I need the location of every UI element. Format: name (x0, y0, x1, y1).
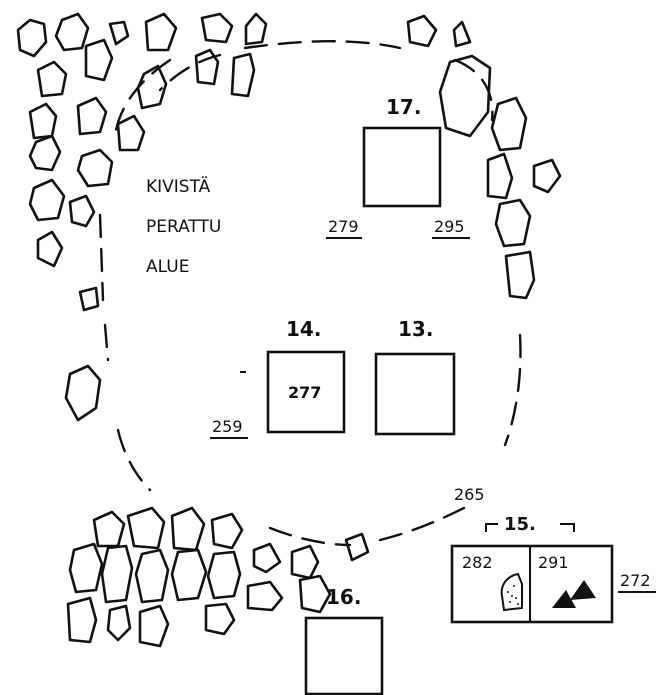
filled-triangle-icon (552, 590, 576, 608)
stone-outline (28, 102, 58, 140)
stone-outline (68, 542, 104, 594)
stone-outline (76, 96, 108, 136)
stone-outline (68, 194, 96, 228)
pit-14-number: 14. (286, 317, 321, 341)
stone-outline (438, 54, 492, 138)
stone-outline (54, 12, 90, 52)
stone-outline (126, 506, 166, 550)
pit-17-number: 17. (386, 95, 421, 119)
elevation-295: 295 (434, 217, 465, 236)
area-label-line3: ALUE (146, 257, 189, 277)
stone-outline (504, 250, 536, 300)
pit-15-right-value: 291 (538, 553, 569, 572)
pit-17-square (362, 126, 442, 208)
stone-outline (244, 12, 268, 46)
stone-outline (136, 64, 168, 110)
stone-outline (28, 134, 62, 172)
elevation-272: 272 (620, 571, 651, 590)
stone-cluster-top-right (406, 14, 562, 300)
stone-outline (486, 152, 514, 200)
stone-outline (532, 158, 562, 194)
stone-outline (64, 364, 102, 422)
stone-outline (36, 60, 68, 98)
stone-outline (494, 198, 532, 248)
stone-outline (230, 52, 256, 98)
stipple-dots (507, 585, 519, 605)
stippled-find-icon (500, 572, 523, 612)
stone-outline (252, 542, 282, 574)
stone-outline (210, 512, 244, 550)
stone-outline (84, 38, 114, 82)
area-label-line1: KIVISTÄ (146, 176, 211, 197)
stone-cluster-top-left (16, 12, 268, 422)
stone-outline (298, 574, 332, 614)
elevation-259: 259 (212, 417, 243, 436)
pit-13-square (374, 352, 456, 436)
pit-16-number: 16. (326, 585, 361, 609)
stone-outline (290, 544, 320, 580)
stone-outline (406, 14, 438, 48)
stone-outline (138, 604, 170, 648)
stone-outline (100, 544, 134, 604)
pit-15-box (450, 523, 614, 624)
stone-outline (344, 532, 370, 562)
stone-outline (200, 12, 234, 44)
stone-outline (36, 230, 64, 268)
stone-outline (66, 596, 98, 644)
pit-14-inner-value: 277 (288, 383, 321, 402)
stone-outline (92, 510, 126, 548)
stone-outline (28, 178, 66, 222)
stone-outline (204, 602, 236, 636)
pit-15-left-value: 282 (462, 553, 493, 572)
filled-triangle-icon (570, 580, 596, 600)
stone-outline (452, 20, 472, 48)
pit-16-square (304, 616, 384, 695)
stone-outline (76, 148, 114, 188)
stone-outline (206, 550, 242, 600)
stone-outline (246, 580, 284, 612)
stone-outline (78, 286, 100, 312)
stone-outline (170, 506, 206, 552)
pit-15-bracket (485, 523, 498, 532)
elevation-279: 279 (328, 217, 359, 236)
stone-outline (108, 20, 130, 46)
stone-outline (106, 604, 132, 642)
stone-outline (490, 96, 528, 152)
pit-15-number: 15. (504, 514, 536, 535)
stone-outline (134, 548, 170, 604)
stone-outline (16, 18, 48, 58)
area-label-line2: PERATTU (146, 217, 221, 237)
dashed-boundary (98, 40, 522, 547)
stone-outline (116, 114, 146, 152)
pit-14-square (266, 350, 346, 434)
stone-outline (144, 12, 178, 52)
stone-outline (194, 48, 220, 86)
pit-13-number: 13. (398, 317, 433, 341)
stone-cluster-bottom (66, 506, 370, 648)
elevation-265: 265 (454, 485, 485, 504)
stone-outline (170, 548, 208, 602)
